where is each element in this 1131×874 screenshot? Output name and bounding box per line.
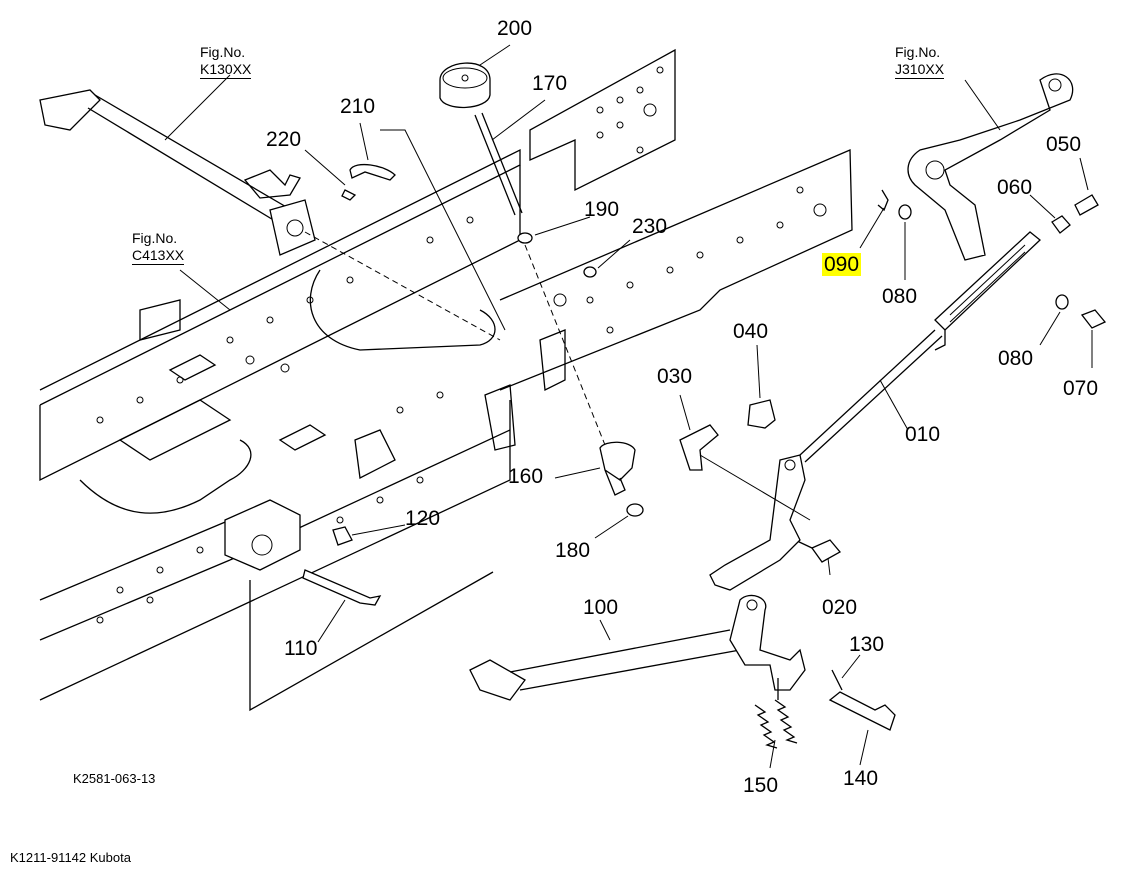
part-label-230: 230 — [632, 215, 668, 238]
part-label-020: 020 — [822, 596, 858, 619]
part-220-screw — [341, 189, 357, 201]
figref-c413xx: Fig.No. C413XX — [132, 230, 185, 265]
part-160-knob — [599, 441, 636, 496]
part-label-110: 110 — [284, 637, 318, 660]
part-080-washer-a — [898, 204, 912, 220]
part-170-rod — [474, 112, 523, 216]
part-label-030: 030 — [657, 365, 693, 388]
part-090-clip — [877, 189, 889, 212]
part-140-pin — [828, 691, 896, 731]
part-label-080-b: 080 — [998, 347, 1034, 370]
figref-k130xx: Fig.No. K130XX — [200, 44, 252, 79]
part-label-160: 160 — [508, 465, 544, 488]
part-200-knob — [439, 62, 491, 109]
part-label-170: 170 — [532, 72, 568, 95]
part-060-nut — [1051, 215, 1071, 234]
part-label-040: 040 — [733, 320, 769, 343]
bracket-assembly — [224, 499, 494, 712]
part-label-120: 120 — [405, 507, 441, 530]
drawing-code: K2581-063-13 — [73, 771, 156, 786]
part-label-220: 220 — [266, 128, 302, 151]
part-label-090-text: 090 — [822, 253, 862, 276]
part-190-washer — [517, 232, 533, 244]
figref-j310xx: Fig.No. J310XX — [895, 44, 945, 79]
part-110-rod — [302, 569, 382, 606]
part-label-080-a: 080 — [882, 285, 918, 308]
figref-c413xx-code: C413XX — [132, 246, 185, 265]
part-label-060: 060 — [997, 176, 1033, 199]
lever-bracket — [709, 454, 806, 591]
part-label-190: 190 — [584, 198, 620, 221]
part-label-010: 010 — [905, 423, 941, 446]
clip-leader-line — [699, 454, 811, 521]
frame-holes — [96, 66, 827, 624]
part-210-clamp — [349, 163, 396, 181]
part-label-140: 140 — [843, 767, 879, 790]
part-label-180: 180 — [555, 539, 591, 562]
part-label-200: 200 — [497, 17, 533, 40]
part-010-rod — [799, 231, 1041, 463]
part-040-clip — [747, 399, 776, 429]
figref-k130xx-code: K130XX — [200, 60, 252, 79]
figref-j310xx-prefix: Fig.No. — [895, 44, 941, 60]
clamp-leader-line — [380, 129, 506, 331]
part-label-100: 100 — [583, 596, 619, 619]
footer-text: K1211-91142 Kubota — [10, 850, 131, 865]
part-label-070: 070 — [1063, 377, 1099, 400]
part-020-bolt — [794, 539, 842, 563]
part-070-pin — [1080, 309, 1107, 329]
figref-j310xx-code: J310XX — [895, 60, 945, 79]
part-050-bolt — [1074, 194, 1099, 216]
part-180-bushing — [626, 503, 644, 517]
part-label-090: 090 — [822, 253, 862, 276]
figref-k130xx-prefix: Fig.No. — [200, 44, 246, 60]
part-150-spring — [754, 678, 798, 749]
knob-axis-line — [524, 244, 606, 446]
part-label-130: 130 — [849, 633, 885, 656]
part-030-clip — [679, 424, 719, 471]
figref-c413xx-prefix: Fig.No. — [132, 230, 178, 246]
axle-k130xx — [39, 89, 501, 341]
part-label-150: 150 — [743, 774, 779, 797]
part-080-washer-b — [1055, 294, 1069, 310]
part-230-nut — [583, 266, 597, 278]
part-130-cotter — [831, 669, 843, 691]
arm-j310xx — [907, 73, 1074, 261]
part-100-lever — [469, 594, 806, 701]
part-label-050: 050 — [1046, 133, 1082, 156]
main-frame — [39, 48, 853, 701]
leader-lines — [164, 44, 1093, 769]
part-label-210: 210 — [340, 95, 376, 118]
